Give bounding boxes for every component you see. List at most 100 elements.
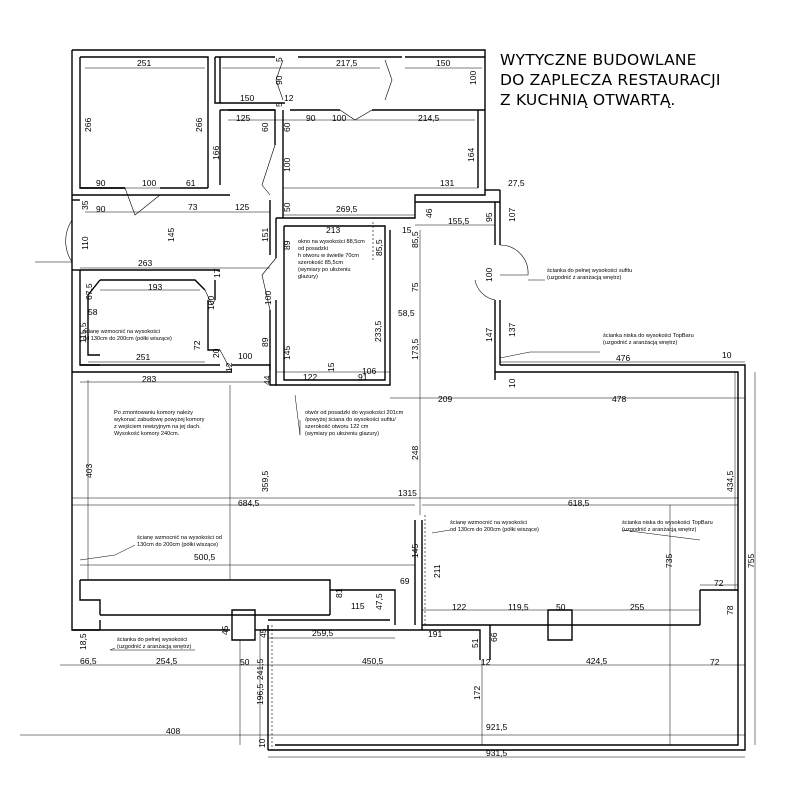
dim-label: 283: [142, 374, 156, 384]
dim-label: 81: [334, 588, 344, 598]
dim-label: 196,5: [255, 683, 265, 705]
title-line-3: Z KUCHNIĄ OTWARTĄ.: [500, 91, 676, 109]
dim-label: 78: [725, 605, 735, 615]
dim-label: 217,5: [336, 58, 358, 68]
dim-label: 191: [428, 629, 442, 639]
dim-label: 266: [194, 118, 204, 132]
dim-label: 100: [142, 178, 156, 188]
dim-label: 424,5: [586, 656, 608, 666]
dim-label: 90: [274, 75, 284, 85]
dim-label: 85,5: [410, 231, 420, 248]
dim-label: 100: [332, 113, 346, 123]
dim-label: 5: [274, 57, 284, 62]
dim-label: 213: [326, 225, 340, 235]
dashed-guides: [271, 222, 426, 750]
dim-label: 209: [438, 394, 452, 404]
dim-label: 20: [211, 348, 221, 358]
dim-label: 67,5: [84, 283, 94, 300]
dim-label: 60: [260, 122, 270, 132]
dim-label: 122: [452, 602, 466, 612]
dim-label: 100: [282, 158, 292, 172]
dim-label: 15: [326, 362, 336, 372]
dim-label: 150: [436, 58, 450, 68]
dim-label: 51: [470, 638, 480, 648]
dim-label: 100: [238, 351, 252, 361]
dim-label: 90: [96, 178, 106, 188]
note-wzmocnic-b: ścianę wzmocnić na wysokości od 130cm do…: [450, 520, 539, 533]
dim-label: 147: [484, 328, 494, 342]
dim-label: 95: [484, 212, 494, 222]
dim-label: 12: [224, 362, 234, 372]
dim-label: 263: [138, 258, 152, 268]
note-scianka-sufit: ścianka do pełnej wysokości sufitu (uzgo…: [547, 268, 634, 281]
dim-label: 110: [80, 236, 90, 250]
dim-label: 259,5: [312, 628, 334, 638]
dim-label: 90: [306, 113, 316, 123]
dim-label: 115: [351, 601, 365, 611]
dim-label: 69: [400, 576, 410, 586]
dim-label: 476: [616, 353, 630, 363]
dim-label: 66,5: [80, 656, 97, 666]
note-otwor: otwór od posadzki do wysokości 201cm /po…: [305, 410, 405, 437]
dim-label: 90: [96, 204, 106, 214]
dim-label: 145: [166, 228, 176, 242]
dim-label: 125: [235, 202, 249, 212]
dim-label: 173,5: [410, 338, 420, 360]
dim-label: 145: [282, 346, 292, 360]
dim-label: 122: [303, 372, 317, 382]
dim-label: 45: [258, 628, 268, 638]
dimension-lines: [20, 67, 756, 758]
dim-label: 10: [722, 350, 732, 360]
dim-label: 45: [220, 625, 230, 635]
plan-title: WYTYCZNE BUDOWLANE DO ZAPLECZA RESTAURAC…: [500, 50, 790, 110]
dim-label: 137: [507, 323, 517, 337]
dim-label: 73: [188, 202, 198, 212]
dim-label: 931,5: [486, 748, 508, 758]
dim-label: 10: [257, 738, 267, 748]
note-komora: Po zmontowaniu komory należy wykonać zab…: [113, 410, 206, 437]
dim-label: 61: [186, 178, 196, 188]
dim-label: 100: [484, 268, 494, 282]
dim-label: 35: [80, 200, 90, 210]
dim-label: 172: [472, 686, 482, 700]
note-wzmocnic-a: ścianę wzmocnić na wysokości od 130cm do…: [83, 329, 172, 342]
dim-label: 75: [410, 282, 420, 292]
dim-label: 735: [664, 554, 674, 568]
note-scianka-topbar-a: ścianka niska do wysokości TopBaru (uzgo…: [603, 333, 695, 346]
dim-label: 89: [260, 337, 270, 347]
dim-label: 241,5: [255, 658, 265, 680]
dim-label: 89: [282, 240, 292, 250]
dim-label: 17: [212, 268, 222, 278]
dim-label: 166: [211, 146, 221, 160]
dim-label: 18,5: [78, 633, 88, 650]
dim-label: 106: [362, 366, 376, 376]
dim-label: 66: [489, 632, 499, 642]
dim-label: 60: [282, 122, 292, 132]
dim-label: 85,5: [374, 239, 384, 256]
dim-label: 255: [630, 602, 644, 612]
dim-label: 248: [410, 446, 420, 460]
dim-label: 72: [192, 340, 202, 350]
dim-label: 684,5: [238, 498, 260, 508]
dim-label: 251: [137, 58, 151, 68]
dim-label: 119,5: [508, 602, 529, 612]
dim-label: 755: [746, 554, 756, 568]
dim-label: 150: [240, 93, 254, 103]
dim-label: 12: [284, 93, 294, 103]
dim-label: 618,5: [568, 498, 590, 508]
note-wzmocnic-c: ścianę wzmocnić na wysokości od 130cm do…: [137, 535, 223, 548]
dim-label: 10: [507, 378, 517, 388]
dim-label: 44: [262, 375, 272, 385]
dim-label: 72: [710, 657, 720, 667]
dim-label: 450,5: [362, 656, 384, 666]
dim-label: 155,5: [448, 216, 470, 226]
dim-label: 478: [612, 394, 626, 404]
dim-label: 269,5: [336, 204, 358, 214]
dim-label: 100: [468, 71, 478, 85]
dim-label: 251: [136, 352, 150, 362]
dim-label: 58,5: [398, 308, 415, 318]
leader-lines: [79, 279, 701, 651]
dim-label: 50: [556, 602, 566, 612]
dim-label: 151: [260, 228, 270, 242]
